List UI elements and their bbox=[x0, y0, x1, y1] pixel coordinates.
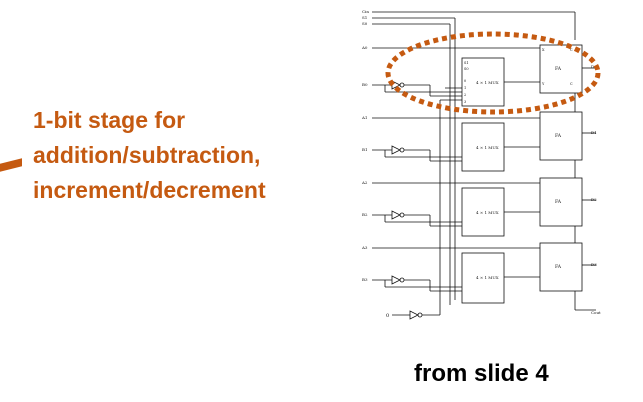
s1-label: S1 bbox=[362, 15, 367, 20]
fa-1-label: FA bbox=[555, 133, 562, 139]
constant-zero-label: 0 bbox=[386, 313, 389, 319]
a3-label: A3 bbox=[361, 245, 368, 250]
b0-label: B0 bbox=[362, 82, 368, 87]
b2-label: B2 bbox=[362, 212, 368, 217]
fa-0-label: FA bbox=[555, 66, 562, 72]
fa-2-label: FA bbox=[555, 199, 562, 205]
mux-pin-0: 0 bbox=[464, 79, 466, 83]
cout-label: Cout bbox=[591, 310, 601, 315]
d1-label: D1 bbox=[591, 130, 597, 135]
arithmetic-circuit-diagram: Cin S1 S0 bbox=[361, 9, 601, 320]
cin-label: Cin bbox=[362, 9, 369, 14]
mux-pin-s1: S1 bbox=[464, 61, 469, 65]
mux-2-label: 4 × 1 MUX bbox=[476, 210, 499, 215]
stage-label-line-3: increment/decrement bbox=[33, 177, 266, 203]
mux-pin-2: 2 bbox=[464, 93, 466, 97]
d2-label: D2 bbox=[591, 197, 597, 202]
stage-label-line-1: 1-bit stage for bbox=[33, 107, 186, 133]
mux-pin-3: 3 bbox=[464, 100, 466, 104]
fa-pin-c-in: C bbox=[570, 48, 573, 52]
fa-3-label: FA bbox=[555, 264, 562, 270]
a1-label: A1 bbox=[361, 115, 367, 120]
mux-3-label: 4 × 1 MUX bbox=[476, 275, 499, 280]
fa-pin-c-out: C bbox=[570, 82, 573, 86]
mux-0-label: 4 × 1 MUX bbox=[476, 80, 499, 85]
stage-description: 1-bit stage for addition/subtraction, in… bbox=[33, 103, 353, 208]
mux-1-label: 4 × 1 MUX bbox=[476, 145, 499, 150]
b3-label: B3 bbox=[362, 277, 368, 282]
fa-pin-y: Y bbox=[541, 82, 545, 86]
fa-pin-x: X bbox=[542, 48, 545, 52]
b1-label: B1 bbox=[362, 147, 367, 152]
s0-label: S0 bbox=[362, 21, 368, 26]
highlight-ellipse bbox=[385, 31, 601, 115]
stage-label-line-2: addition/subtraction, bbox=[33, 142, 261, 168]
a0-label: A0 bbox=[361, 45, 368, 50]
stage-2 bbox=[372, 160, 596, 237]
slide-reference-caption: from slide 4 bbox=[414, 360, 549, 387]
a2-label: A2 bbox=[361, 180, 368, 185]
select-lines bbox=[372, 11, 576, 305]
stage-1 bbox=[372, 93, 596, 172]
pointer-arrow bbox=[0, 158, 22, 172]
stage-3 bbox=[372, 100, 596, 320]
mux-pin-1: 1 bbox=[464, 86, 466, 90]
d3-label: D3 bbox=[591, 262, 597, 267]
mux-pin-s0: S0 bbox=[464, 67, 469, 71]
